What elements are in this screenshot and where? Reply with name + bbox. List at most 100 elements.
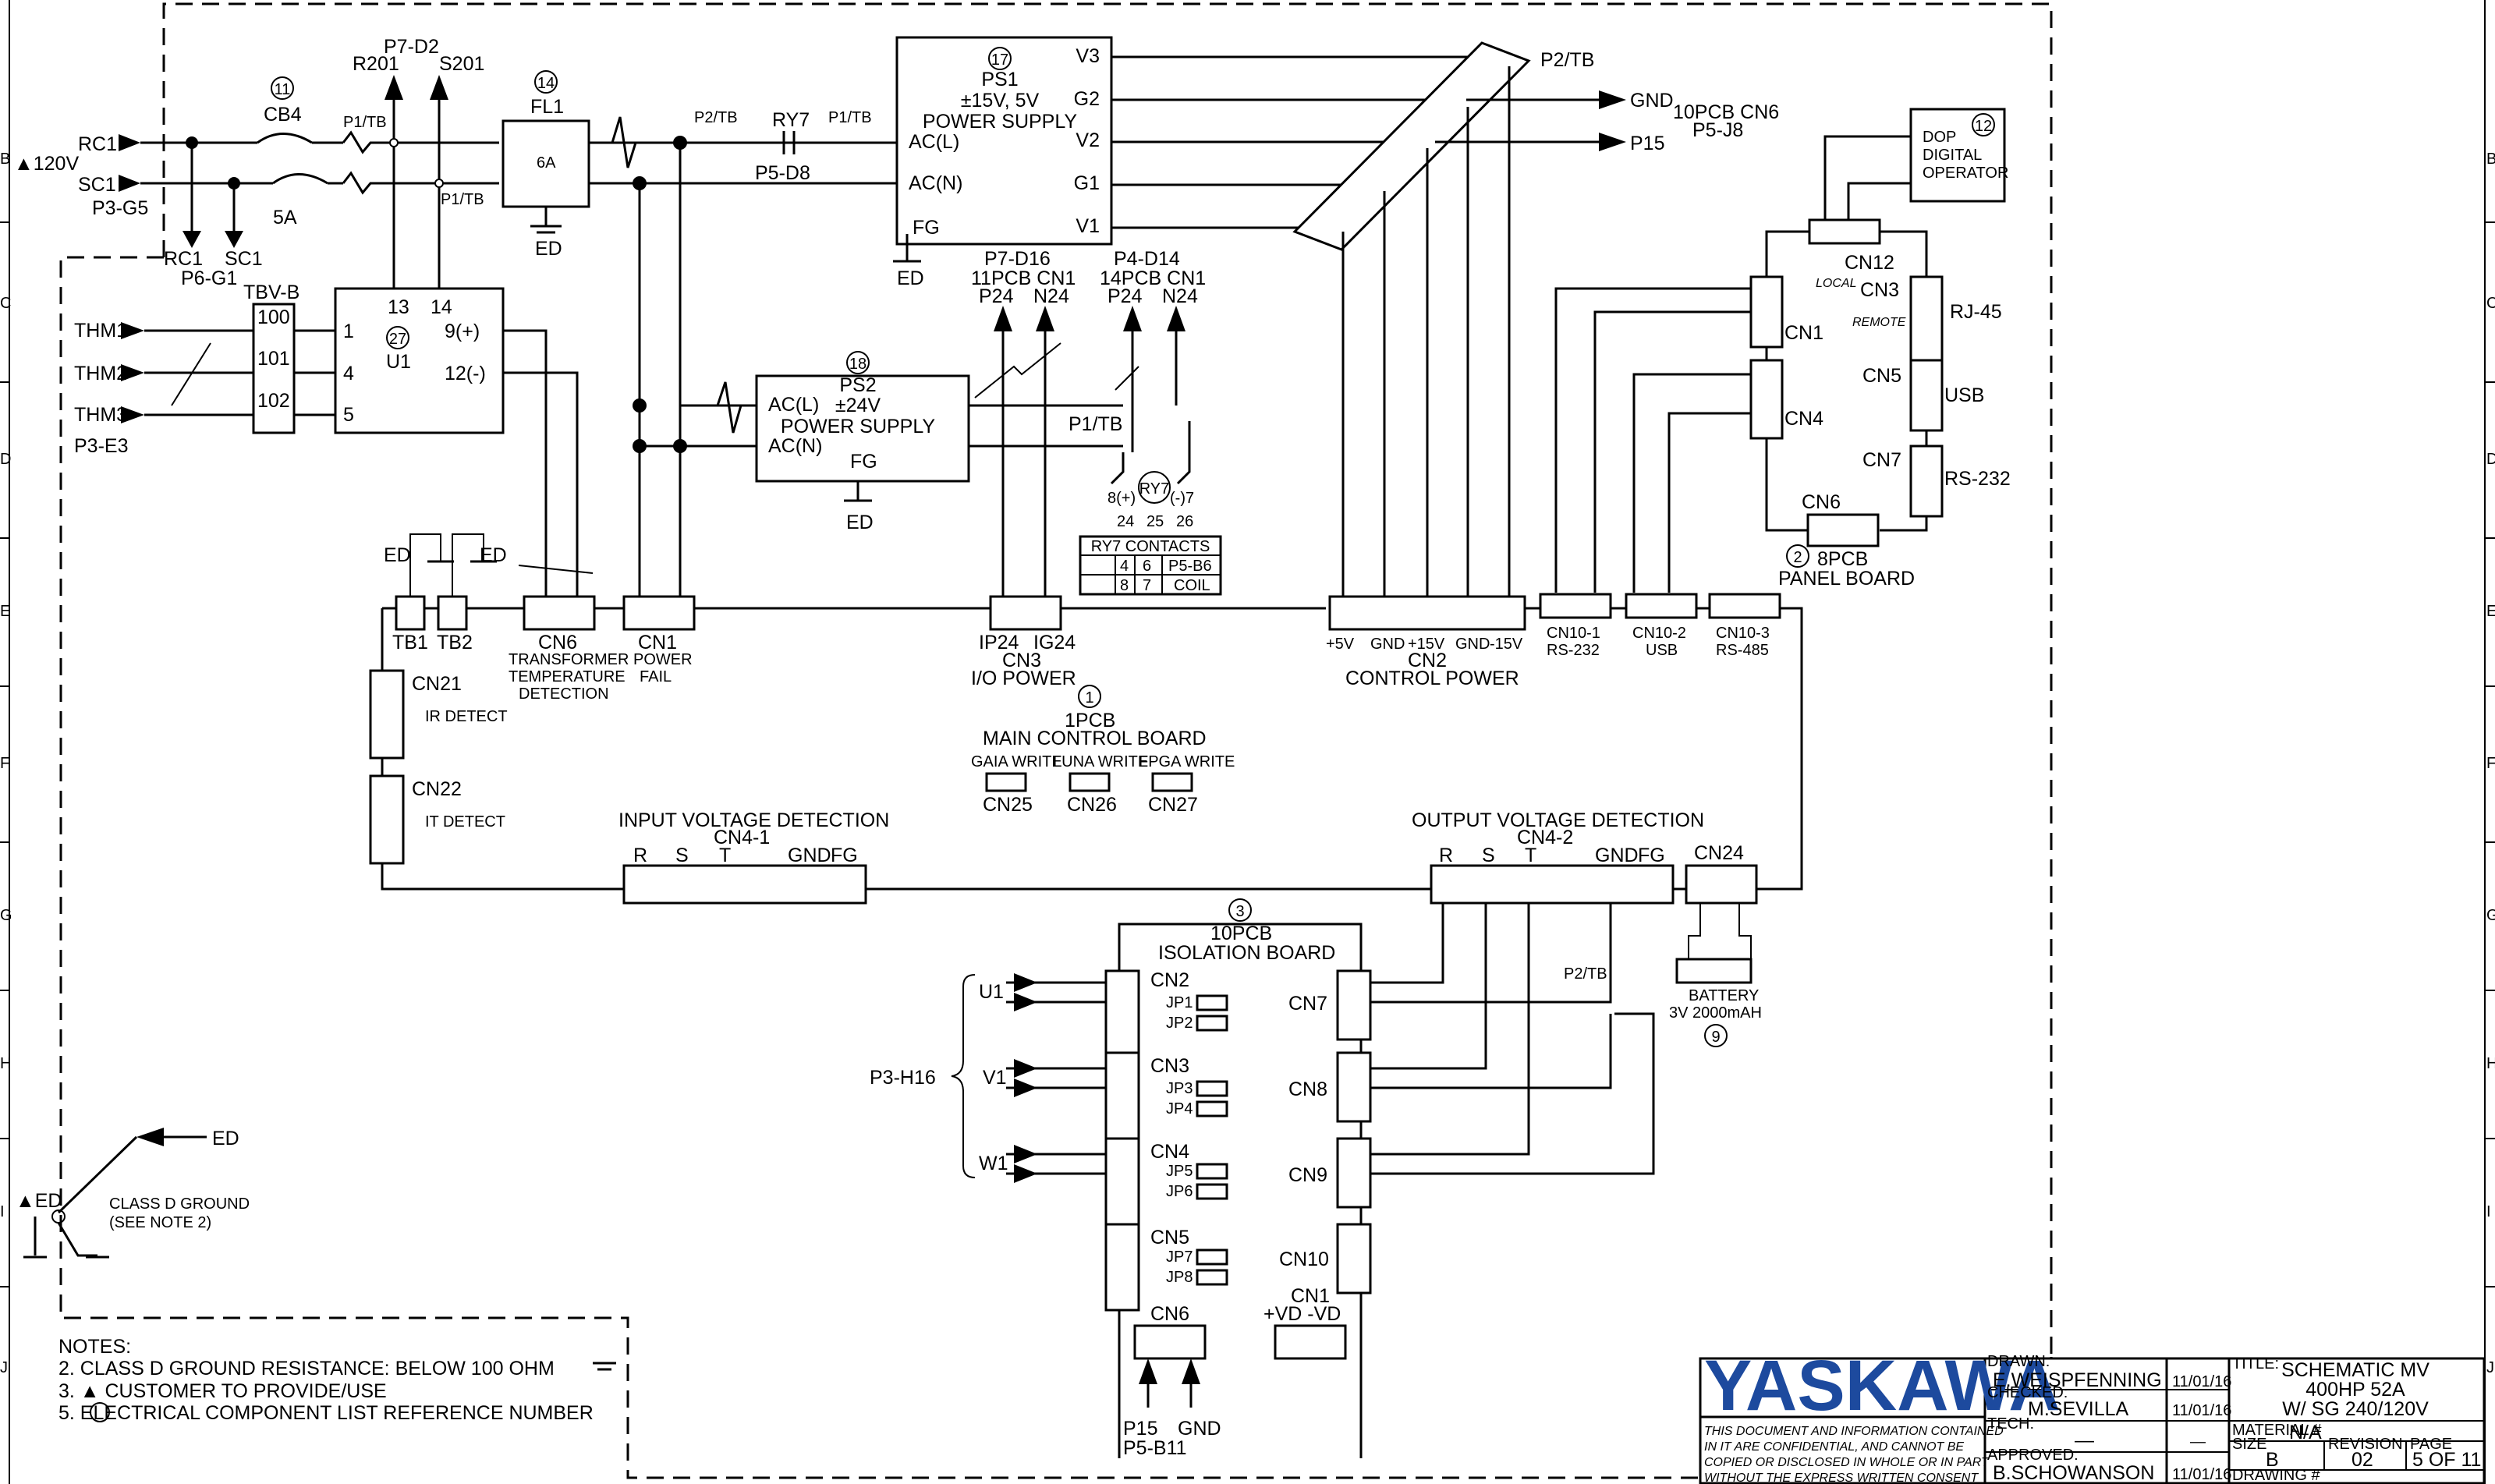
ps2-ref: 18 — [849, 356, 867, 373]
p2tb-terminal-strip: P2/TB GND P15 10PCB CN6 P5-J8 — [1292, 41, 1779, 600]
checked-date: 11/01/16 — [2172, 1402, 2231, 1419]
main-control-board: ED ED TB1 TB2 CN6 TRANSFORMER TEMPERATUR… — [369, 533, 1803, 1047]
u1-box — [334, 287, 505, 434]
tech-name: — — [2075, 1429, 2094, 1451]
panel-rs232: RS-232 — [1944, 468, 2011, 490]
rc1-label: RC1 — [78, 133, 117, 155]
ps2-in-l: AC(L) — [768, 394, 819, 416]
jp5-jumper[interactable] — [1196, 1163, 1228, 1180]
cn4-1-label: CN4-1 — [714, 827, 770, 848]
ry7-table-title: RY7 CONTACTS — [1091, 538, 1210, 555]
note-3: 3. ▲ CUSTOMER TO PROVIDE/USE — [58, 1380, 387, 1402]
jp4-jumper[interactable] — [1196, 1100, 1228, 1117]
sc1-out-label: SC1 — [225, 248, 263, 270]
p1tb-strip-label: P1/TB — [1069, 413, 1122, 435]
size-value: B — [2266, 1449, 2279, 1471]
battery-label: BATTERY — [1689, 987, 1759, 1004]
dop-l2: DIGITAL — [1923, 147, 1982, 164]
row-label: D — [2486, 451, 2495, 468]
ps2-rating: ±24V — [835, 395, 881, 416]
cn4-1-connector — [622, 864, 867, 905]
row-label: E — [2486, 603, 2495, 620]
u1-label: U1 — [386, 351, 411, 373]
iso-cn9: CN9 — [1288, 1164, 1327, 1186]
ry7-pin8: 8(+) — [1108, 490, 1136, 507]
cn4-2-t: T — [1525, 845, 1536, 866]
cn25-jumper[interactable] — [985, 772, 1027, 792]
cn12-label: CN12 — [1845, 252, 1894, 274]
fl1-rating: 6A — [537, 154, 556, 172]
iso-board-ref: 3 — [1235, 903, 1244, 920]
jp6-jumper[interactable] — [1196, 1183, 1228, 1200]
dop-ref: 12 — [1975, 118, 1992, 135]
fpga-write: FPGA WRITE — [1139, 753, 1235, 770]
jp5-label: JP5 — [1166, 1163, 1193, 1180]
battery-rating: 3V 2000mAH — [1669, 1004, 1762, 1022]
panel-cn7: CN7 — [1862, 449, 1901, 471]
ps1-out-g2: G2 — [1074, 88, 1100, 110]
cn2-pin4: GND — [1455, 636, 1490, 653]
ps1-ref: 17 — [991, 51, 1008, 69]
p24-left-pcb: 11PCB CN1 — [971, 267, 1076, 289]
ps2-name: PS2 — [839, 374, 876, 396]
cn21-label: CN21 — [412, 673, 462, 695]
cn26-jumper[interactable] — [1069, 772, 1111, 792]
iso-cn10: CN10 — [1279, 1248, 1329, 1270]
checked-label: CHECKED: — [1987, 1384, 2068, 1401]
jp7-jumper[interactable] — [1196, 1248, 1228, 1266]
tbv-label: TBV-B — [243, 282, 299, 303]
p24-right-n24: N24 — [1162, 285, 1198, 307]
ry7-label: RY7 — [772, 109, 810, 131]
cn4-2-gnd: GND — [1595, 845, 1639, 866]
ps1-out-v2: V2 — [1076, 129, 1100, 151]
tbv-pin-102: 102 — [257, 390, 290, 412]
tbv-block — [252, 303, 296, 434]
ps1-in-l: AC(L) — [909, 131, 959, 153]
ps1-power-supply: 17 PS1 ±15V, 5V POWER SUPPLY AC(L) AC(N)… — [893, 36, 1482, 289]
dop-l1: DOP — [1923, 129, 1956, 146]
cn1-label: CN1 — [638, 632, 677, 653]
ry7-pin26: 26 — [1176, 513, 1193, 530]
p1tb-label-3: P1/TB — [828, 109, 872, 126]
cn3-pin-ip24: IP24 — [979, 632, 1019, 653]
ps2-in-n: AC(N) — [768, 435, 822, 457]
jp7-label: JP7 — [1166, 1248, 1193, 1266]
fl1-label: FL1 — [530, 96, 564, 118]
cn22-label: CN22 — [412, 778, 462, 800]
p2tb-dest-2: P5-J8 — [1692, 119, 1743, 141]
row-label: H — [2486, 1055, 2495, 1072]
u1-out-1: 9(+) — [445, 321, 480, 342]
iso-vd: +VD -VD — [1263, 1303, 1341, 1325]
reference-number-icon — [90, 1402, 110, 1422]
panel-cn3: CN3 — [1860, 279, 1899, 301]
r201-label: R201 — [353, 53, 399, 75]
ps1-in-n: AC(N) — [909, 172, 962, 194]
jp8-jumper[interactable] — [1196, 1269, 1228, 1286]
panel-cn6: CN6 — [1802, 491, 1841, 513]
conf-4: WITHOUT THE EXPRESS WRITTEN CONSENT — [1704, 1472, 1979, 1484]
u1-phase-label: U1 — [979, 981, 1004, 1003]
remote-label: REMOTE — [1852, 316, 1906, 329]
cn27-jumper[interactable] — [1151, 772, 1193, 792]
title-label: TITLE: — [2232, 1355, 2279, 1372]
dop-l3: OPERATOR — [1923, 165, 2008, 182]
ps1-out-v1: V1 — [1076, 215, 1100, 237]
drawn-date: 11/01/16 — [2172, 1373, 2231, 1390]
cn27-label: CN27 — [1148, 794, 1198, 816]
jp2-jumper[interactable] — [1196, 1015, 1228, 1032]
p1tb-label-2: P1/TB — [441, 191, 484, 208]
title-block: YASKAWA THIS DOCUMENT AND INFORMATION CO… — [1699, 1346, 2486, 1484]
material-value: N/A — [2289, 1422, 2322, 1443]
jp1-jumper[interactable] — [1196, 994, 1228, 1011]
ps1-ground: ED — [897, 267, 924, 289]
cn4-1-fg: FG — [831, 845, 858, 866]
iso-cn4: CN4 — [1150, 1141, 1189, 1163]
cn10-3-desc: RS-485 — [1716, 642, 1769, 659]
cn2-connector — [1328, 595, 1526, 631]
panel-board: DOP DIGITAL OPERATOR 12 CN12 CN1 RJ-45 L… — [1554, 108, 2011, 593]
p24-right-pcb: 14PCB CN1 — [1100, 267, 1206, 289]
yaskawa-logo: YASKAWA — [1704, 1346, 2061, 1426]
row-label: J — [2486, 1359, 2494, 1376]
jp3-jumper[interactable] — [1196, 1080, 1228, 1097]
ry7-pin25: 25 — [1146, 513, 1164, 530]
